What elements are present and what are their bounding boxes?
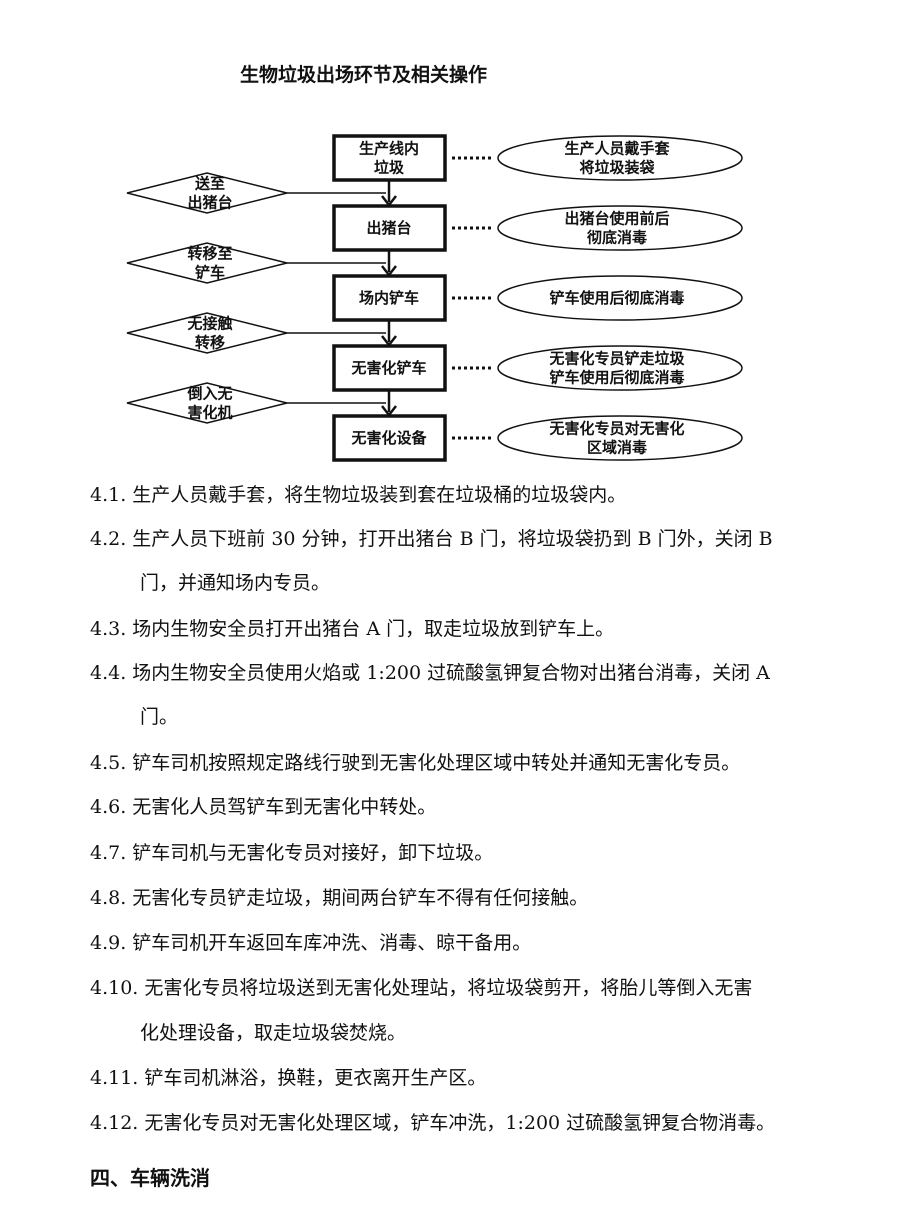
transition-label: 无接触 [186, 315, 232, 333]
procedure-item-continuation: 门。 [140, 706, 179, 728]
note-label: 生产人员戴手套 [564, 140, 670, 158]
step-box-label: 生产线内 [359, 140, 419, 158]
note-ellipse [497, 415, 743, 461]
procedure-item: 4.2. 生产人员下班前 30 分钟，打开出猪台 B 门，将垃圾袋扔到 B 门外… [90, 528, 773, 550]
step-box [332, 204, 447, 252]
procedure-item-continuation: 化处理设备，取走垃圾袋焚烧。 [140, 1022, 407, 1044]
step-box-label: 出猪台 [366, 219, 411, 237]
transition-label: 铲车 [195, 264, 225, 282]
step-box-label: 无害化设备 [350, 429, 427, 447]
procedure-item: 4.6. 无害化人员驾铲车到无害化中转处。 [90, 796, 437, 818]
note-label: 无害化专员对无害化 [548, 420, 684, 438]
step-box-label: 场内铲车 [359, 289, 419, 307]
transition-label: 转移至 [187, 245, 232, 263]
note-ellipse [497, 345, 743, 391]
procedure-item: 4.9. 铲车司机开车返回车库冲洗、消毒、晾干备用。 [90, 932, 532, 954]
note-label: 出猪台使用前后 [564, 210, 669, 228]
procedure-item-continuation: 门，并通知场内专员。 [140, 572, 331, 594]
step-box [332, 344, 447, 392]
note-label: 区域消毒 [587, 439, 647, 457]
note-label: 铲车使用后彻底消毒 [549, 289, 684, 307]
procedure-item: 4.4. 场内生物安全员使用火焰或 1:200 过硫酸氢钾复合物对出猪台消毒，关… [90, 662, 770, 684]
procedure-item: 4.3. 场内生物安全员打开出猪台 A 门，取走垃圾放到铲车上。 [90, 618, 615, 640]
flowchart: 生产线内垃圾生产人员戴手套将垃圾装袋出猪台出猪台使用前后彻底消毒场内铲车铲车使用… [126, 134, 743, 462]
transition-label: 送至 [194, 175, 225, 193]
note-ellipse [497, 135, 743, 181]
transition-label: 害化机 [187, 404, 232, 422]
transition-label: 出猪台 [187, 194, 232, 212]
note-label: 将垃圾装袋 [579, 159, 655, 177]
procedure-item: 4.10. 无害化专员将垃圾送到无害化处理站，将垃圾袋剪开，将胎儿等倒入无害 [90, 977, 753, 999]
diagram-title: 生物垃圾出场环节及相关操作 [240, 64, 488, 86]
note-label: 铲车使用后彻底消毒 [549, 369, 684, 387]
step-box-label: 垃圾 [374, 159, 405, 177]
transition-label: 倒入无 [186, 385, 232, 403]
note-label: 无害化专员铲走垃圾 [548, 350, 685, 368]
transition-label: 转移 [195, 334, 225, 352]
procedure-item: 4.5. 铲车司机按照规定路线行驶到无害化处理区域中转处并通知无害化专员。 [90, 752, 741, 774]
procedure-item: 4.8. 无害化专员铲走垃圾，期间两台铲车不得有任何接触。 [90, 887, 589, 909]
procedure-item: 4.11. 铲车司机淋浴，换鞋，更衣离开生产区。 [90, 1067, 487, 1089]
procedure-item: 4.12. 无害化专员对无害化处理区域，铲车冲洗，1:200 过硫酸氢钾复合物消… [90, 1112, 776, 1134]
step-box [332, 274, 447, 322]
note-label: 彻底消毒 [586, 229, 647, 247]
step-box [332, 134, 447, 182]
step-box-label: 无害化铲车 [350, 359, 426, 377]
procedure-item: 4.7. 铲车司机与无害化专员对接好，卸下垃圾。 [90, 842, 494, 864]
step-box [332, 414, 447, 462]
procedure-item: 4.1. 生产人员戴手套，将生物垃圾装到套在垃圾桶的垃圾袋内。 [90, 484, 627, 506]
section-heading: 四、车辆洗消 [90, 1166, 210, 1190]
note-ellipse [497, 205, 743, 251]
note-ellipse [497, 275, 743, 321]
